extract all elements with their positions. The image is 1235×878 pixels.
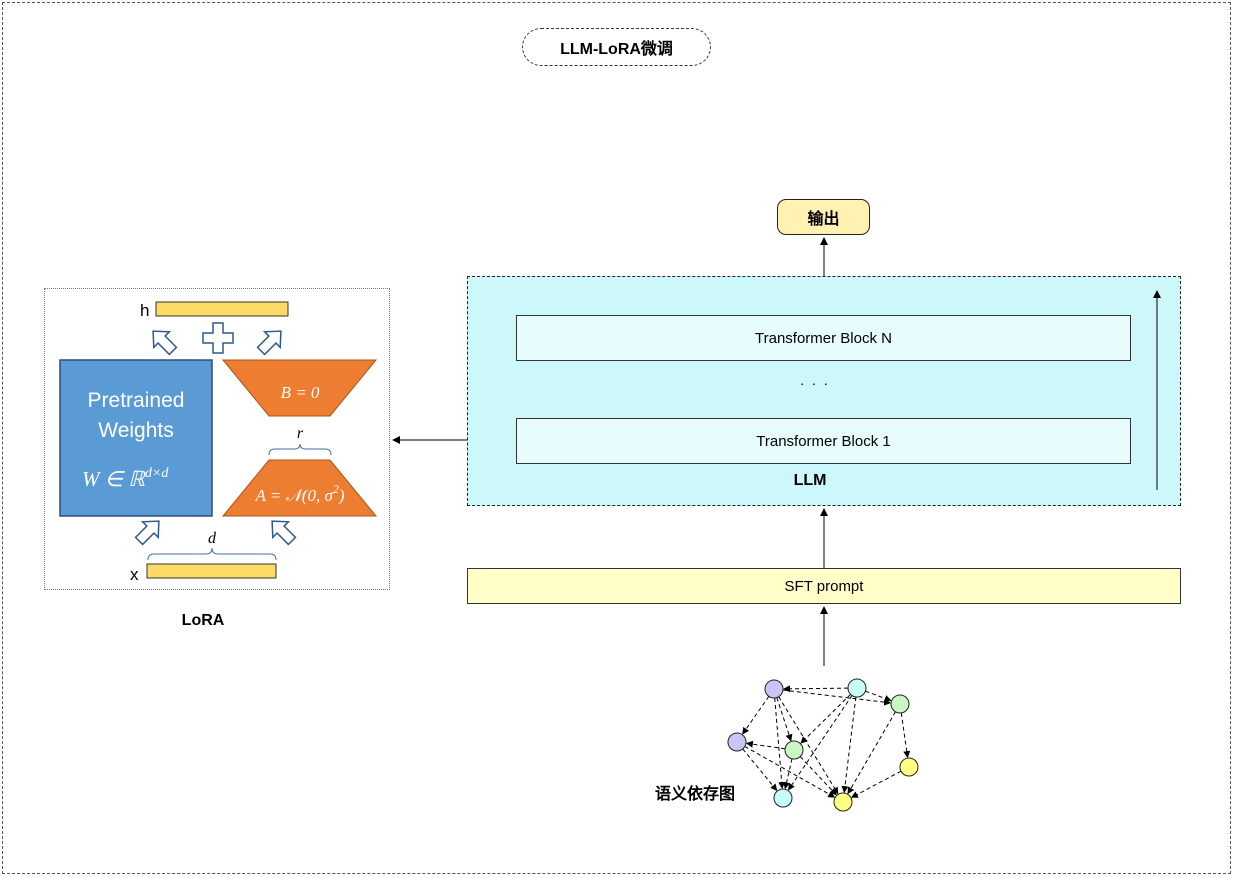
graph-edge-n2-n3	[865, 690, 892, 702]
graph-edge-n2-n8	[841, 696, 857, 794]
output-box: 输出	[777, 199, 870, 235]
b-formula: B = 0	[281, 383, 320, 402]
graph-node-n8	[833, 792, 853, 812]
arrow-x-to-a	[271, 520, 297, 546]
a-formula: A = 𝒩(0, σ2)	[254, 482, 344, 505]
sft-prompt-box: SFT prompt	[467, 568, 1181, 604]
pretrained-text-line1: Pretrained	[88, 389, 185, 412]
arrow-pretrained-up	[152, 330, 178, 356]
d-label: d	[208, 530, 217, 547]
pretrained-text-line2: Weights	[98, 419, 173, 442]
graph-edge-n6-n8	[850, 770, 902, 798]
page-title: LLM-LoRA微调	[522, 28, 711, 66]
h-output-bar	[155, 301, 289, 317]
graph-node-n7	[773, 788, 793, 808]
graph-edge-n1-n5	[776, 697, 793, 742]
graph-node-n6	[899, 757, 919, 777]
transformer-block-n: Transformer Block N	[516, 315, 1131, 361]
r-label: r	[297, 425, 304, 442]
graph-edge-n2-n7	[788, 695, 853, 791]
pretrained-weights-box	[59, 359, 213, 517]
graph-edge-n3-n6	[900, 712, 911, 759]
graph-node-n1	[764, 679, 784, 699]
arrow-b-up	[256, 330, 282, 356]
graph-edge-n2-n5	[800, 693, 851, 744]
ellipsis: . . .	[800, 372, 830, 388]
graph-edge-n5-n8	[799, 756, 837, 796]
h-label: h	[140, 301, 149, 320]
llm-label: LLM	[793, 472, 827, 489]
graph-edge-n2-n1	[782, 685, 849, 693]
graph-node-n4	[727, 732, 747, 752]
plus-icon	[202, 322, 234, 354]
x-label: x	[130, 565, 139, 584]
graph-edge-n1-n8	[778, 696, 839, 795]
graph-edge-n3-n8	[847, 711, 896, 795]
lora-label: LoRA	[181, 612, 225, 629]
graph-node-n2	[847, 678, 867, 698]
graph-label: 语义依存图	[654, 786, 735, 803]
x-input-bar	[146, 563, 277, 579]
graph-node-n3	[890, 694, 910, 714]
graph-edge-n1-n7	[774, 697, 786, 790]
w-formula: W ∈ ℝd×d	[82, 466, 169, 491]
graph-node-n5	[784, 740, 804, 760]
graph-edge-n5-n7	[783, 758, 793, 790]
arrow-x-to-pretrained	[134, 520, 160, 546]
graph-edge-n1-n3	[782, 689, 892, 706]
graph-edge-n4-n7	[742, 748, 778, 792]
llm-container	[467, 276, 1181, 506]
transformer-block-1: Transformer Block 1	[516, 418, 1131, 464]
graph-edge-n1-n4	[742, 696, 770, 735]
matrix-a-shape	[221, 459, 378, 517]
r-brace	[268, 443, 332, 456]
matrix-b-shape	[221, 359, 378, 417]
graph-edge-n4-n8	[744, 745, 836, 798]
d-brace	[147, 547, 277, 561]
